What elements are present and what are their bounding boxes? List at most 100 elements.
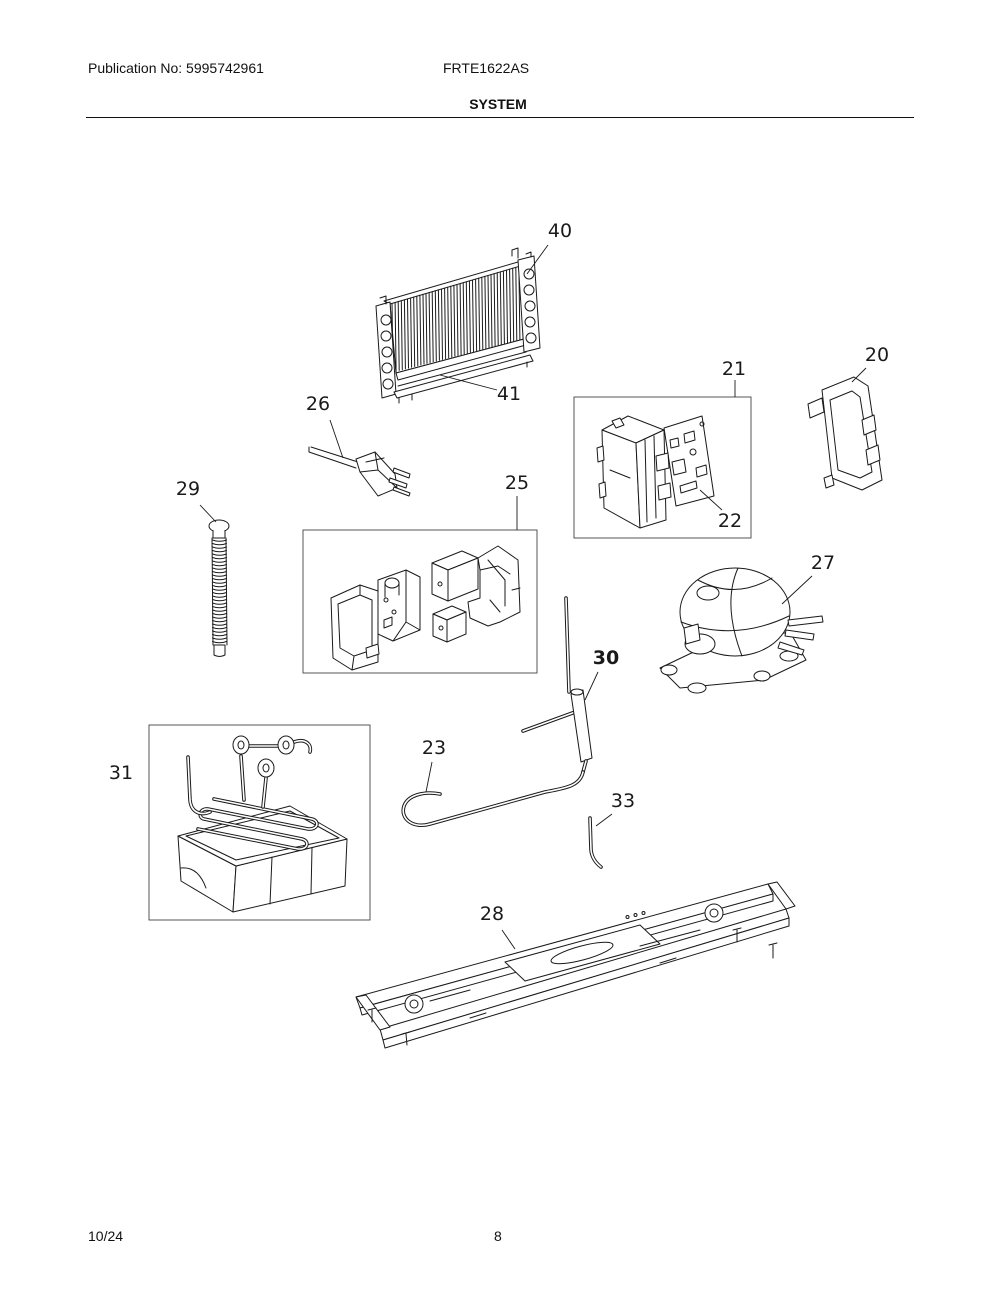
leader-41 bbox=[439, 374, 498, 391]
leader-27 bbox=[781, 575, 813, 605]
evaporator-right-coil-loops bbox=[523, 268, 537, 344]
overload-box-side bbox=[446, 611, 467, 643]
footer-date: 10/24 bbox=[88, 1228, 124, 1244]
base-right-end bbox=[767, 881, 796, 910]
base-front-rail-lip bbox=[382, 917, 790, 1049]
control-housing-tabs bbox=[596, 417, 625, 499]
control-housing-ribs bbox=[609, 435, 657, 523]
base-center-cutout bbox=[550, 941, 614, 965]
evaporator-right-end-plate bbox=[517, 255, 541, 353]
control-cover-drawing bbox=[807, 376, 883, 491]
control-cover-inner bbox=[829, 390, 873, 479]
power-cord-wire bbox=[308, 446, 359, 469]
short-bent-tube-inner bbox=[589, 817, 602, 868]
drain-pan-assembly-frame bbox=[148, 724, 371, 921]
evaporator-left-coil-loops bbox=[380, 314, 394, 390]
drier-end-cap bbox=[570, 688, 584, 696]
callout-21: 21 bbox=[722, 358, 746, 380]
condenser-disc-1 bbox=[232, 735, 250, 755]
relay-box-dots bbox=[437, 581, 444, 631]
relay-cover-bracket bbox=[467, 545, 521, 627]
drain-tube-drawing bbox=[208, 519, 230, 657]
callout-labels: 40 41 21 20 26 29 25 22 27 30 23 31 33 2… bbox=[109, 220, 889, 925]
publication-number: Publication No: 5995742961 bbox=[88, 60, 264, 76]
condenser-riser-tubes-inner bbox=[240, 739, 312, 808]
drain-pan-assembly-drawing bbox=[148, 724, 371, 921]
leader-40 bbox=[526, 244, 549, 275]
leader-lines bbox=[199, 244, 867, 950]
drier-cross-tube-inner bbox=[522, 710, 579, 732]
control-board-components bbox=[669, 421, 708, 494]
section-title: SYSTEM bbox=[469, 96, 527, 112]
callout-25: 25 bbox=[505, 472, 529, 494]
condenser-disc-2 bbox=[277, 735, 295, 755]
capillary-tube bbox=[401, 770, 585, 827]
model-number: FRTE1622AS bbox=[443, 60, 530, 76]
relay-capacitor-body bbox=[384, 582, 400, 598]
relay-cover-bracket-edges bbox=[479, 559, 521, 613]
drain-tube-neck bbox=[212, 530, 226, 539]
drier-inlet-rod-inner bbox=[565, 597, 570, 693]
control-assembly-frame bbox=[573, 396, 752, 539]
leader-22 bbox=[699, 489, 723, 511]
header-rule bbox=[86, 117, 914, 118]
compressor-top-boss bbox=[696, 585, 720, 601]
callout-22: 22 bbox=[718, 510, 742, 532]
relay-board-edges bbox=[383, 569, 421, 642]
capillary-tube-drawing bbox=[401, 770, 585, 827]
callout-28: 28 bbox=[480, 903, 504, 925]
callout-20: 20 bbox=[865, 344, 889, 366]
compressor-tubes bbox=[777, 615, 824, 656]
control-housing-side bbox=[635, 429, 667, 529]
condenser-riser-tubes bbox=[239, 738, 313, 809]
base-rollers bbox=[404, 903, 724, 1014]
condenser-disc-3 bbox=[257, 758, 275, 778]
drain-pan-details bbox=[180, 810, 340, 905]
drain-tube-end bbox=[213, 644, 226, 657]
relay-assembly-frame bbox=[302, 529, 538, 674]
callout-40: 40 bbox=[548, 220, 572, 242]
callout-27: 27 bbox=[811, 552, 835, 574]
evaporator-rail bbox=[393, 354, 534, 399]
base-slots bbox=[429, 911, 701, 1019]
power-cord-drawing bbox=[308, 446, 411, 497]
leader-26 bbox=[329, 419, 344, 459]
callout-30: 30 bbox=[593, 647, 619, 669]
relay-capacitor-top bbox=[384, 577, 400, 589]
callout-31: 31 bbox=[109, 762, 133, 784]
control-housing-front bbox=[601, 429, 641, 529]
relay-assembly-drawing bbox=[302, 529, 538, 674]
base-roller-hubs bbox=[409, 908, 719, 1009]
leader-23 bbox=[425, 761, 433, 793]
evaporator-top-tabs bbox=[379, 247, 532, 305]
short-bent-tube bbox=[588, 816, 603, 869]
callout-23: 23 bbox=[422, 737, 446, 759]
leader-20 bbox=[851, 367, 867, 383]
leader-30 bbox=[584, 671, 599, 701]
callout-41: 41 bbox=[497, 383, 521, 405]
relay-box-side bbox=[447, 557, 479, 602]
callout-29: 29 bbox=[176, 478, 200, 500]
tube-33-drawing bbox=[588, 816, 603, 869]
control-cover-tabs bbox=[807, 397, 881, 489]
drier-drawing bbox=[521, 596, 593, 774]
condenser-disc-centers bbox=[237, 740, 290, 773]
capillary-tube-inner bbox=[402, 771, 584, 826]
relay-connector bbox=[365, 643, 380, 659]
leader-28 bbox=[501, 929, 516, 950]
callout-33: 33 bbox=[611, 790, 635, 812]
drain-tube-corrugations bbox=[212, 539, 227, 644]
control-assembly-drawing bbox=[573, 396, 752, 539]
base-rail-drawing bbox=[355, 881, 796, 1049]
leader-29 bbox=[199, 504, 217, 523]
base-screws bbox=[367, 927, 778, 1046]
control-board bbox=[663, 415, 715, 507]
drier-outlet-tube-inner bbox=[582, 760, 587, 773]
leader-33 bbox=[595, 813, 613, 827]
callout-26: 26 bbox=[306, 393, 330, 415]
evaporator-drawing bbox=[375, 247, 541, 404]
compressor-terminal-detail bbox=[683, 623, 701, 645]
drier-body bbox=[570, 689, 593, 763]
